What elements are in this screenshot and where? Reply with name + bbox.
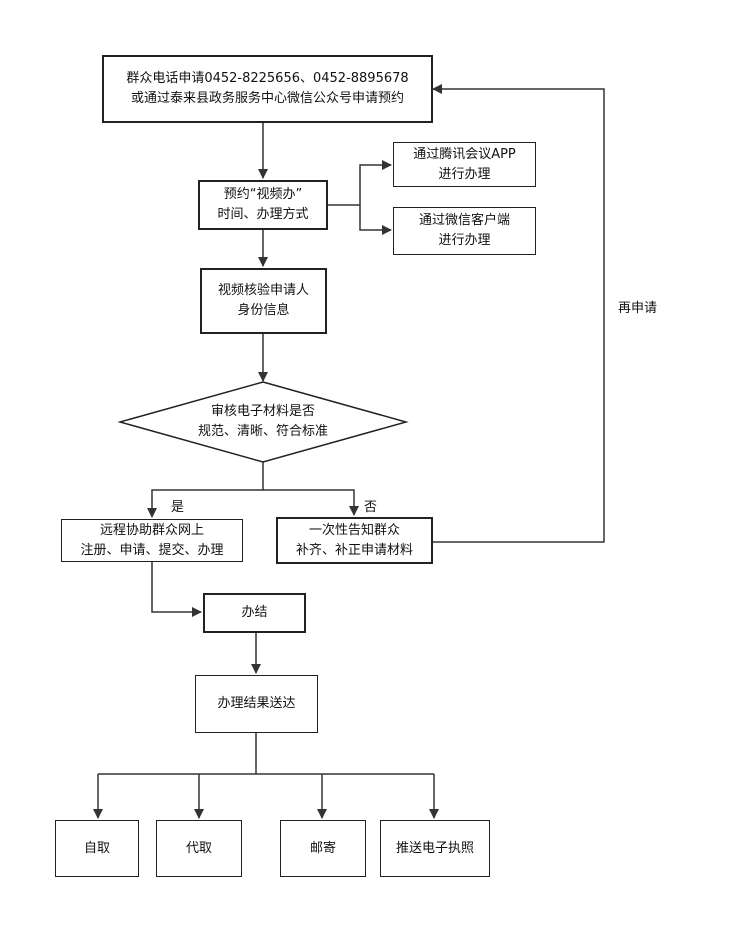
remote-line-1: 远程协助群众网上 bbox=[99, 522, 204, 538]
review-line-1: 审核电子材料是否 bbox=[210, 404, 315, 419]
arrow-review-to-notify bbox=[263, 489, 359, 516]
notify-box: 一次性告知群众 补齐、补正申请材料 bbox=[276, 517, 433, 564]
notify-line-1: 一次性告知群众 bbox=[308, 522, 400, 538]
wechat-box: 通过微信客户端 进行办理 bbox=[393, 207, 536, 255]
self-pickup-label: 自取 bbox=[83, 840, 110, 856]
review-line-2: 规范、清晰、符合标准 bbox=[197, 424, 328, 439]
tencent-line-1: 通过腾讯会议APP bbox=[413, 146, 516, 162]
arrow-reapply-loop bbox=[432, 84, 605, 543]
review-diamond bbox=[117, 381, 409, 463]
apply-box: 群众电话申请0452-8225656、0452-8895678 或通过泰来县政务… bbox=[102, 55, 433, 123]
done-label: 办结 bbox=[241, 605, 268, 620]
arrow-book-to-wechat bbox=[359, 205, 392, 235]
book-line-2: 时间、办理方式 bbox=[217, 207, 309, 222]
remote-line-2: 注册、申请、提交、办理 bbox=[80, 542, 224, 558]
book-box: 预约“视频办” 时间、办理方式 bbox=[198, 180, 328, 230]
book-line-1: 预约“视频办” bbox=[223, 187, 303, 202]
notify-line-2: 补齐、补正申请材料 bbox=[295, 542, 413, 558]
remote-box: 远程协助群众网上 注册、申请、提交、办理 bbox=[61, 519, 243, 562]
proxy-pickup-label: 代取 bbox=[185, 840, 212, 856]
arrow-review-to-remote bbox=[147, 462, 264, 518]
done-box: 办结 bbox=[203, 593, 306, 633]
deliver-label: 办理结果送达 bbox=[217, 696, 296, 711]
yes-label: 是 bbox=[171, 500, 185, 515]
e-license-label: 推送电子执照 bbox=[395, 840, 474, 856]
wechat-line-2: 进行办理 bbox=[438, 233, 491, 248]
reapply-label: 再申请 bbox=[618, 301, 658, 316]
proxy-pickup-box: 代取 bbox=[156, 820, 242, 877]
self-pickup-box: 自取 bbox=[55, 820, 139, 877]
mail-label: 邮寄 bbox=[309, 840, 336, 856]
arrow-book-to-tencent bbox=[328, 160, 392, 206]
tencent-box: 通过腾讯会议APP 进行办理 bbox=[393, 142, 536, 187]
no-label: 否 bbox=[364, 500, 378, 515]
mail-box: 邮寄 bbox=[280, 820, 366, 877]
verify-line-1: 视频核验申请人 bbox=[217, 283, 309, 298]
verify-box: 视频核验申请人 身份信息 bbox=[200, 268, 327, 334]
verify-line-2: 身份信息 bbox=[237, 303, 290, 318]
tencent-line-2: 进行办理 bbox=[438, 166, 491, 182]
apply-line-2: 或通过泰来县政务服务中心微信公众号申请预约 bbox=[130, 91, 404, 106]
wechat-line-1: 通过微信客户端 bbox=[418, 213, 510, 228]
review-text: 审核电子材料是否 规范、清晰、符合标准 bbox=[163, 402, 363, 442]
deliver-box: 办理结果送达 bbox=[195, 675, 318, 733]
apply-line-1: 群众电话申请0452-8225656、0452-8895678 bbox=[126, 71, 409, 86]
arrow-remote-to-done bbox=[151, 562, 202, 617]
e-license-box: 推送电子执照 bbox=[380, 820, 490, 877]
